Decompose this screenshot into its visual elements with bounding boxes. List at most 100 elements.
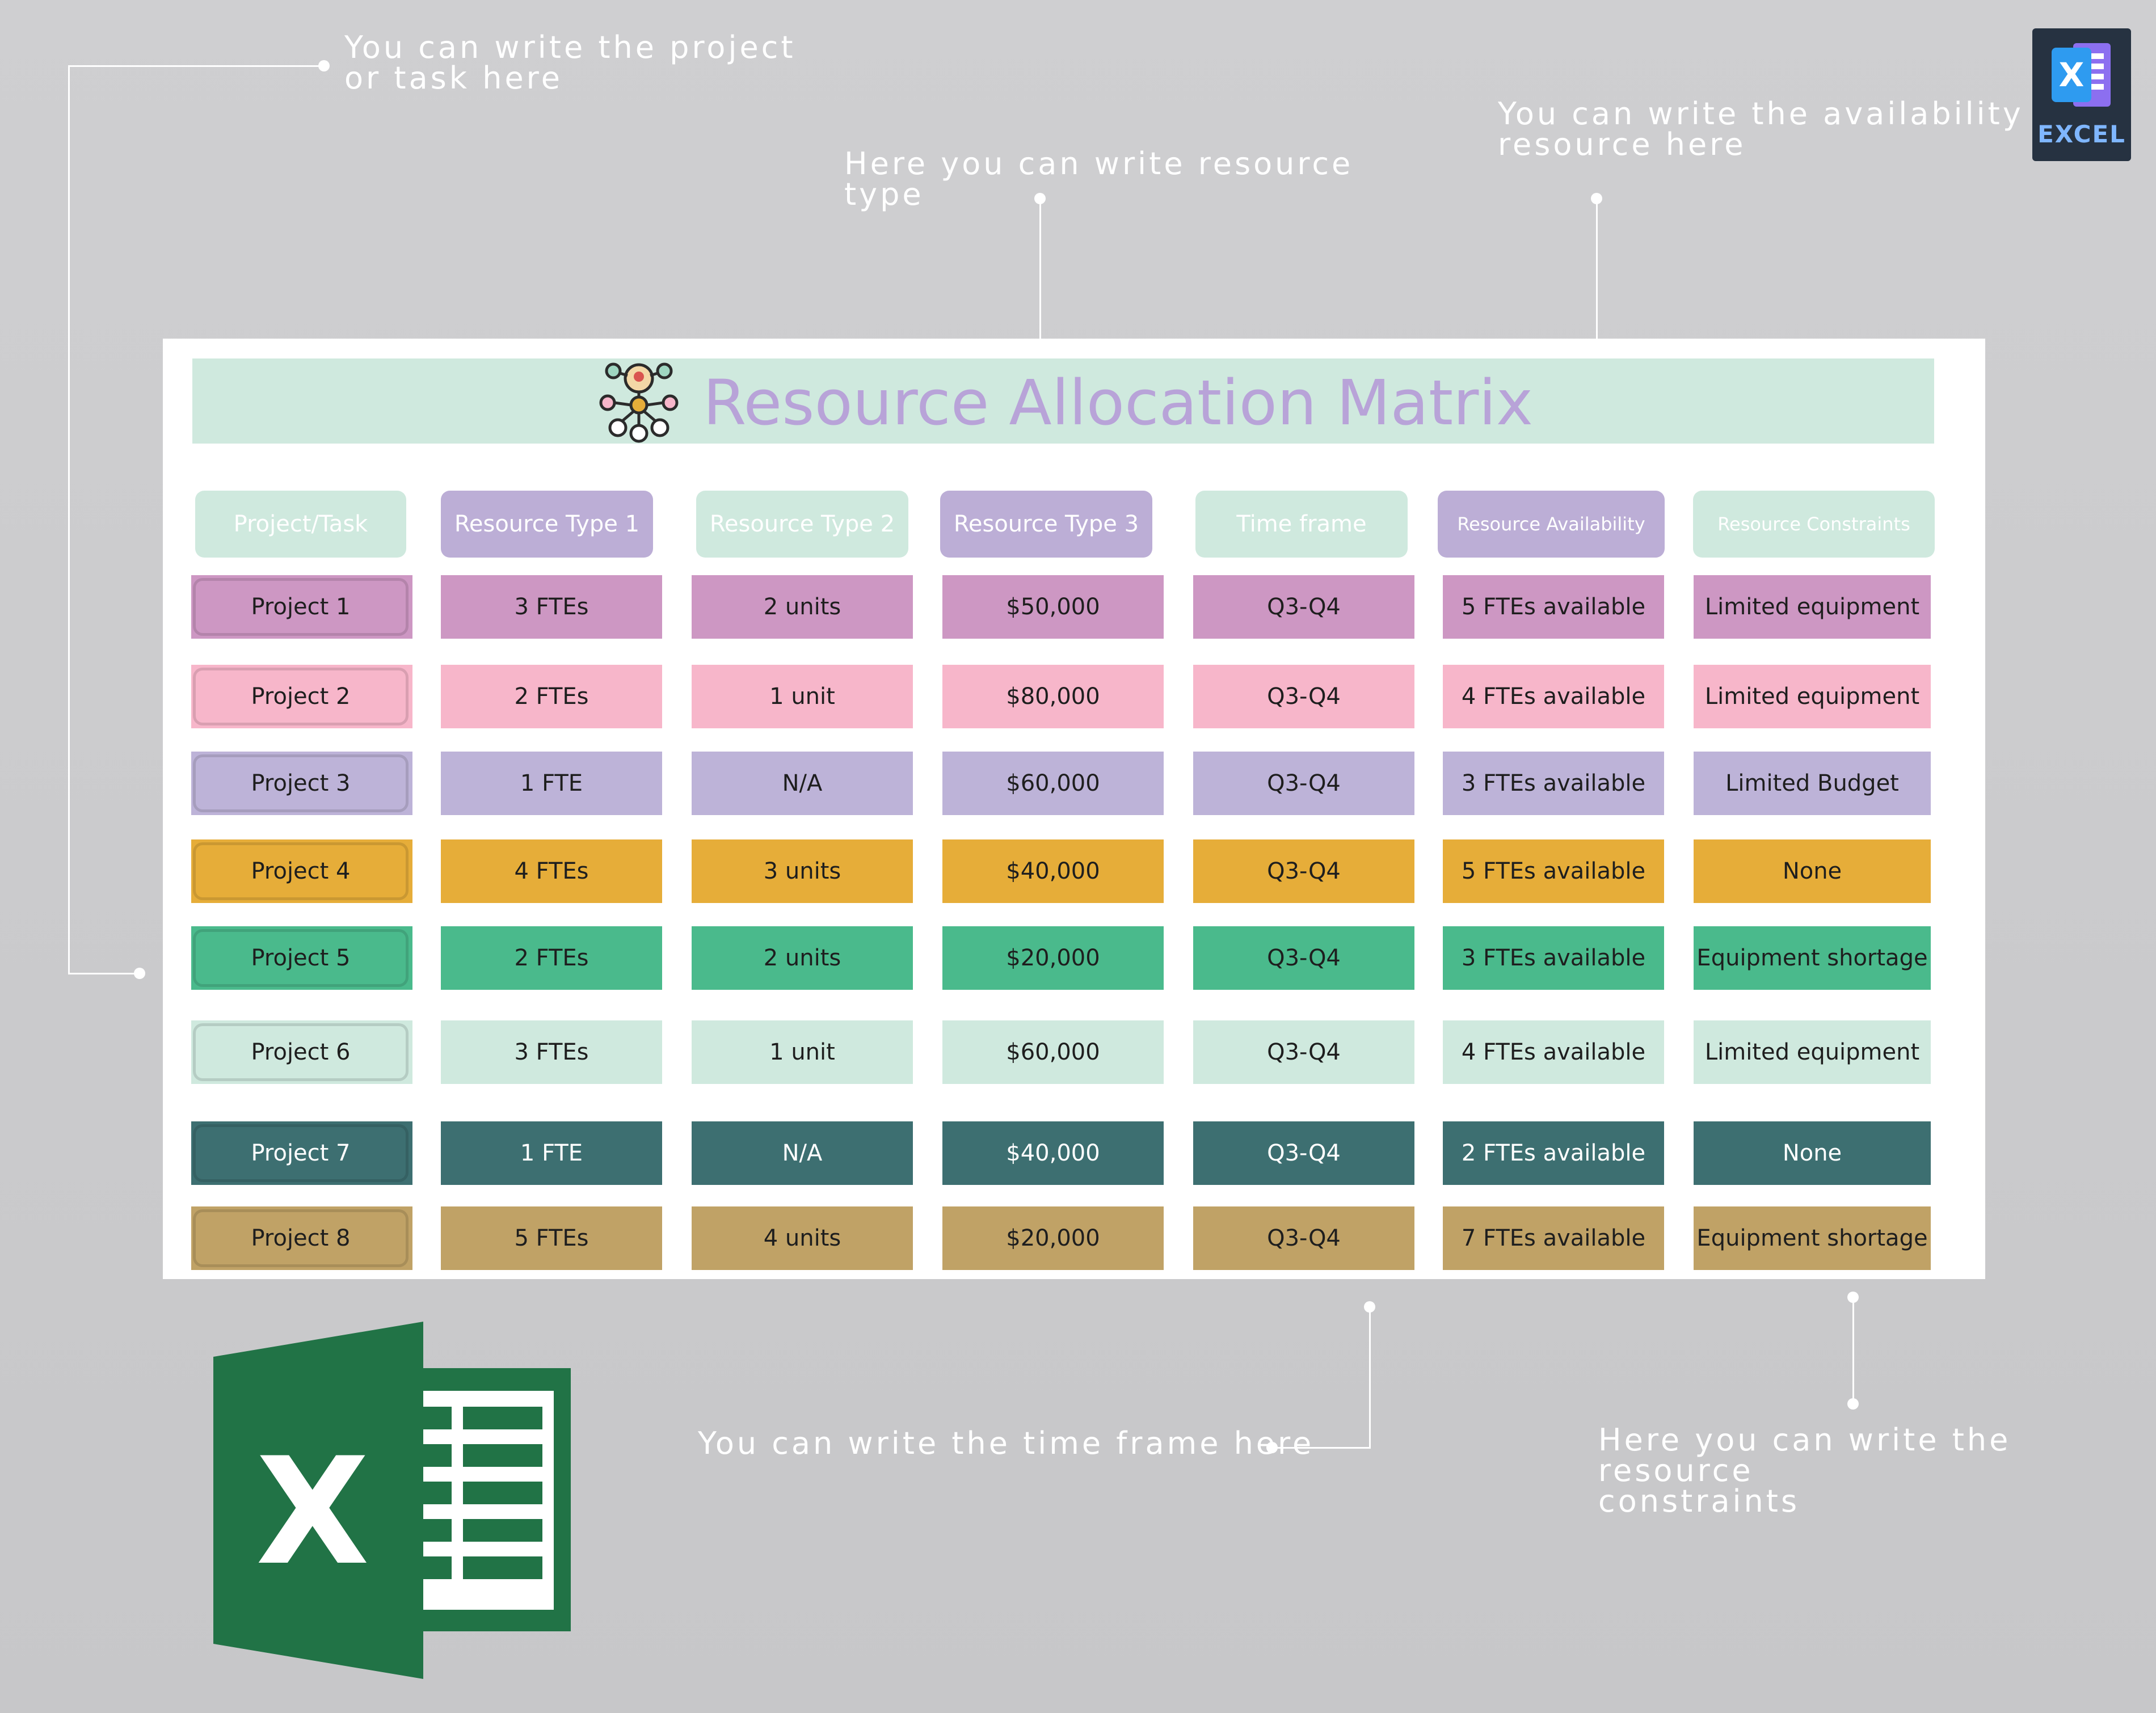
excel-logo-icon: X	[213, 1322, 571, 1679]
table-cell[interactable]: 4 units	[692, 1206, 913, 1270]
table-cell[interactable]: Limited equipment	[1694, 1020, 1931, 1084]
table-cell[interactable]: N/A	[692, 1121, 913, 1185]
table-cell[interactable]: 3 FTEs available	[1443, 926, 1664, 990]
table-cell[interactable]: Limited equipment	[1694, 575, 1931, 639]
project-label: Project 4	[196, 845, 406, 897]
table-row: Project 5 2 FTEs 2 units $20,000 Q3-Q4 3 FTEs…	[191, 926, 1931, 990]
note-dot	[1847, 1398, 1859, 1410]
project-cell[interactable]: Project 3	[191, 752, 412, 815]
table-cell[interactable]: 4 FTEs	[441, 839, 662, 903]
table-cell[interactable]: 7 FTEs available	[1443, 1206, 1664, 1270]
table-cell[interactable]: 1 FTE	[441, 752, 662, 815]
note-resource-type: Here you can write resource type	[844, 146, 1354, 212]
table-cell[interactable]: $50,000	[942, 575, 1164, 639]
table-cell[interactable]: 3 FTEs	[441, 1020, 662, 1084]
project-cell[interactable]: Project 4	[191, 839, 412, 903]
excel-badge-label: EXCEL	[2037, 120, 2126, 148]
excel-badge: X EXCEL	[2032, 28, 2131, 161]
guide-line	[1039, 199, 1041, 339]
table-cell[interactable]: 1 FTE	[441, 1121, 662, 1185]
project-cell[interactable]: Project 1	[191, 575, 412, 639]
table-row: Project 4 4 FTEs 3 units $40,000 Q3-Q4 5 FTEs…	[191, 839, 1931, 903]
project-cell[interactable]: Project 5	[191, 926, 412, 990]
table-cell[interactable]: $40,000	[942, 1121, 1164, 1185]
column-header[interactable]: Resource Type 1	[441, 491, 653, 558]
guide-line	[68, 973, 139, 974]
column-header[interactable]: Time frame	[1195, 491, 1408, 558]
table-cell[interactable]: Q3-Q4	[1193, 575, 1414, 639]
table-cell[interactable]: Q3-Q4	[1193, 665, 1414, 728]
table-cell[interactable]: 2 FTEs	[441, 926, 662, 990]
table-cell[interactable]: Equipment shortage	[1694, 926, 1931, 990]
table-cell[interactable]: $20,000	[942, 926, 1164, 990]
column-header[interactable]: Resource Type 3	[940, 491, 1152, 558]
table-cell[interactable]: $80,000	[942, 665, 1164, 728]
table-cell[interactable]: 5 FTEs available	[1443, 839, 1664, 903]
table-cell[interactable]: Limited Budget	[1694, 752, 1931, 815]
table-cell[interactable]: Q3-Q4	[1193, 839, 1414, 903]
table-cell[interactable]: 1 unit	[692, 1020, 913, 1084]
project-label: Project 1	[196, 581, 406, 633]
table-cell[interactable]: 1 unit	[692, 665, 913, 728]
table-cell[interactable]: $60,000	[942, 1020, 1164, 1084]
table-cell[interactable]: 3 FTEs available	[1443, 752, 1664, 815]
note-dot	[134, 968, 145, 979]
project-cell[interactable]: Project 7	[191, 1121, 412, 1185]
guide-line	[68, 65, 324, 67]
table-cell[interactable]: 5 FTEs	[441, 1206, 662, 1270]
guide-line	[68, 65, 70, 974]
table-cell[interactable]: 3 units	[692, 839, 913, 903]
column-header[interactable]: Resource Constraints	[1693, 491, 1935, 558]
table-row: Project 1 3 FTEs 2 units $50,000 Q3-Q4 5 FTEs…	[191, 575, 1931, 639]
note-dot	[1266, 1442, 1278, 1453]
table-cell[interactable]: $60,000	[942, 752, 1164, 815]
table-cell[interactable]: Q3-Q4	[1193, 1206, 1414, 1270]
table-row: Project 2 2 FTEs 1 unit $80,000 Q3-Q4 4 FTEs …	[191, 665, 1931, 728]
table-cell[interactable]: None	[1694, 1121, 1931, 1185]
table-row: Project 3 1 FTE N/A $60,000 Q3-Q4 3 FTEs avai…	[191, 752, 1931, 815]
title-banner: Resource Allocation Matrix	[192, 358, 1934, 444]
column-header[interactable]: Project/Task	[195, 491, 406, 558]
table-cell[interactable]: $20,000	[942, 1206, 1164, 1270]
table-cell[interactable]: 4 FTEs available	[1443, 1020, 1664, 1084]
table-cell[interactable]: Q3-Q4	[1193, 1121, 1414, 1185]
column-header[interactable]: Resource Availability	[1438, 491, 1665, 558]
table-cell[interactable]: 4 FTEs available	[1443, 665, 1664, 728]
column-header[interactable]: Resource Type 2	[696, 491, 908, 558]
table-cell[interactable]: $40,000	[942, 839, 1164, 903]
table-cell[interactable]: Limited equipment	[1694, 665, 1931, 728]
table-cell[interactable]: Q3-Q4	[1193, 926, 1414, 990]
table-cell[interactable]: 2 units	[692, 575, 913, 639]
project-label: Project 8	[196, 1212, 406, 1264]
project-label: Project 6	[196, 1026, 406, 1078]
project-label: Project 3	[196, 757, 406, 809]
project-label: Project 5	[196, 932, 406, 984]
note-project-task: You can write the project or task here	[344, 29, 796, 96]
svg-text:X: X	[256, 1427, 369, 1598]
guide-line	[1369, 1307, 1371, 1449]
table-cell[interactable]: Equipment shortage	[1694, 1206, 1931, 1270]
svg-text:X: X	[2059, 56, 2085, 94]
excel-doc-icon: X	[2052, 43, 2111, 107]
table-cell[interactable]: N/A	[692, 752, 913, 815]
table-cell[interactable]: Q3-Q4	[1193, 752, 1414, 815]
table-cell[interactable]: None	[1694, 839, 1931, 903]
table-row: Project 6 3 FTEs 1 unit $60,000 Q3-Q4 4 FTEs …	[191, 1020, 1931, 1084]
table-cell[interactable]: 2 FTEs available	[1443, 1121, 1664, 1185]
guide-line	[1596, 199, 1598, 339]
table-cell[interactable]: 3 FTEs	[441, 575, 662, 639]
project-cell[interactable]: Project 8	[191, 1206, 412, 1270]
note-constraints: Here you can write the resource constrai…	[1598, 1422, 2011, 1519]
table-cell[interactable]: 5 FTEs available	[1443, 575, 1664, 639]
project-cell[interactable]: Project 2	[191, 665, 412, 728]
table-cell[interactable]: 2 FTEs	[441, 665, 662, 728]
project-cell[interactable]: Project 6	[191, 1020, 412, 1084]
note-dot	[318, 60, 330, 71]
table-row: Project 8 5 FTEs 4 units $20,000 Q3-Q4 7 FTEs…	[191, 1206, 1931, 1270]
note-time-frame: You can write the time frame here	[698, 1425, 1315, 1461]
guide-line	[1852, 1297, 1854, 1402]
team-network-icon	[599, 362, 679, 443]
table-cell[interactable]: 2 units	[692, 926, 913, 990]
table-cell[interactable]: Q3-Q4	[1193, 1020, 1414, 1084]
